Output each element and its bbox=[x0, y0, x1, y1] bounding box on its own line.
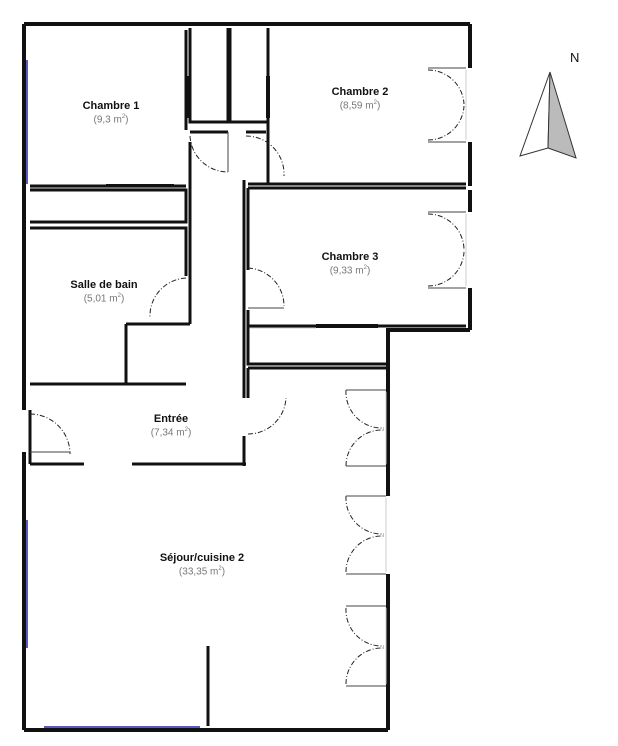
door-ch2-window-2 bbox=[427, 105, 465, 141]
door-chambre-3 bbox=[247, 267, 285, 307]
door-sejour-window-1 bbox=[345, 389, 385, 429]
door-leaves bbox=[30, 67, 466, 687]
closet-ch3 bbox=[246, 330, 386, 366]
door-salle-de-bain bbox=[149, 277, 187, 319]
door-chambre-1 bbox=[189, 135, 229, 173]
door-sejour-window-5 bbox=[345, 607, 385, 647]
door-arcs bbox=[29, 69, 465, 685]
room-area: (7,34 m2) bbox=[150, 427, 192, 439]
interior-walls bbox=[28, 28, 466, 726]
windows bbox=[26, 60, 200, 728]
door-sejour-window-3 bbox=[345, 495, 385, 535]
label-chambre-3: Chambre 3 (9,33 m2) bbox=[310, 251, 390, 276]
door-closet-entree bbox=[247, 397, 287, 435]
room-name: Chambre 2 bbox=[331, 86, 389, 98]
closet-lower bbox=[246, 366, 386, 398]
east-wall-step bbox=[386, 328, 470, 730]
door-ch2-window-1 bbox=[427, 69, 465, 105]
room-area: (33,35 m2) bbox=[178, 566, 226, 578]
door-sejour-window-2 bbox=[345, 429, 385, 467]
room-area: (8,59 m2) bbox=[339, 100, 381, 112]
label-salle-de-bain: Salle de bain (5,01 m2) bbox=[60, 279, 148, 304]
door-ch3-window-2 bbox=[427, 251, 465, 287]
room-name: Chambre 3 bbox=[321, 251, 379, 263]
sdb-north2 bbox=[30, 226, 188, 276]
door-sejour-window-4 bbox=[345, 535, 385, 573]
room-area: (9,33 m2) bbox=[329, 265, 371, 277]
room-area: (9,3 m2) bbox=[93, 114, 129, 126]
compass-north-label: N bbox=[570, 50, 580, 65]
room-name: Chambre 1 bbox=[82, 100, 140, 112]
room-name: Séjour/cuisine 2 bbox=[159, 552, 245, 564]
sdb-north-wall bbox=[30, 188, 188, 224]
compass bbox=[519, 71, 577, 159]
closet-left bbox=[188, 28, 230, 124]
room-name: Entrée bbox=[153, 413, 189, 425]
closet-right bbox=[228, 28, 270, 124]
closet-bars bbox=[106, 76, 378, 328]
label-chambre-2: Chambre 2 (8,59 m2) bbox=[320, 86, 400, 111]
label-entree: Entrée (7,34 m2) bbox=[136, 413, 206, 438]
guide-lines bbox=[30, 70, 467, 684]
label-sejour-cuisine: Séjour/cuisine 2 (33,35 m2) bbox=[150, 552, 254, 577]
label-chambre-1: Chambre 1 (9,3 m2) bbox=[72, 100, 150, 125]
door-sejour-window-6 bbox=[345, 647, 385, 685]
compass-arrow-right bbox=[547, 71, 577, 159]
door-ch3-window-1 bbox=[427, 213, 465, 251]
door-chambre-2 bbox=[245, 135, 285, 177]
door-entree bbox=[29, 413, 71, 455]
outer-walls bbox=[22, 22, 472, 732]
room-area: (5,01 m2) bbox=[83, 293, 125, 305]
sdb-inner-wall bbox=[124, 322, 190, 384]
room-name: Salle de bain bbox=[70, 279, 138, 291]
compass-arrow-left bbox=[519, 71, 551, 157]
